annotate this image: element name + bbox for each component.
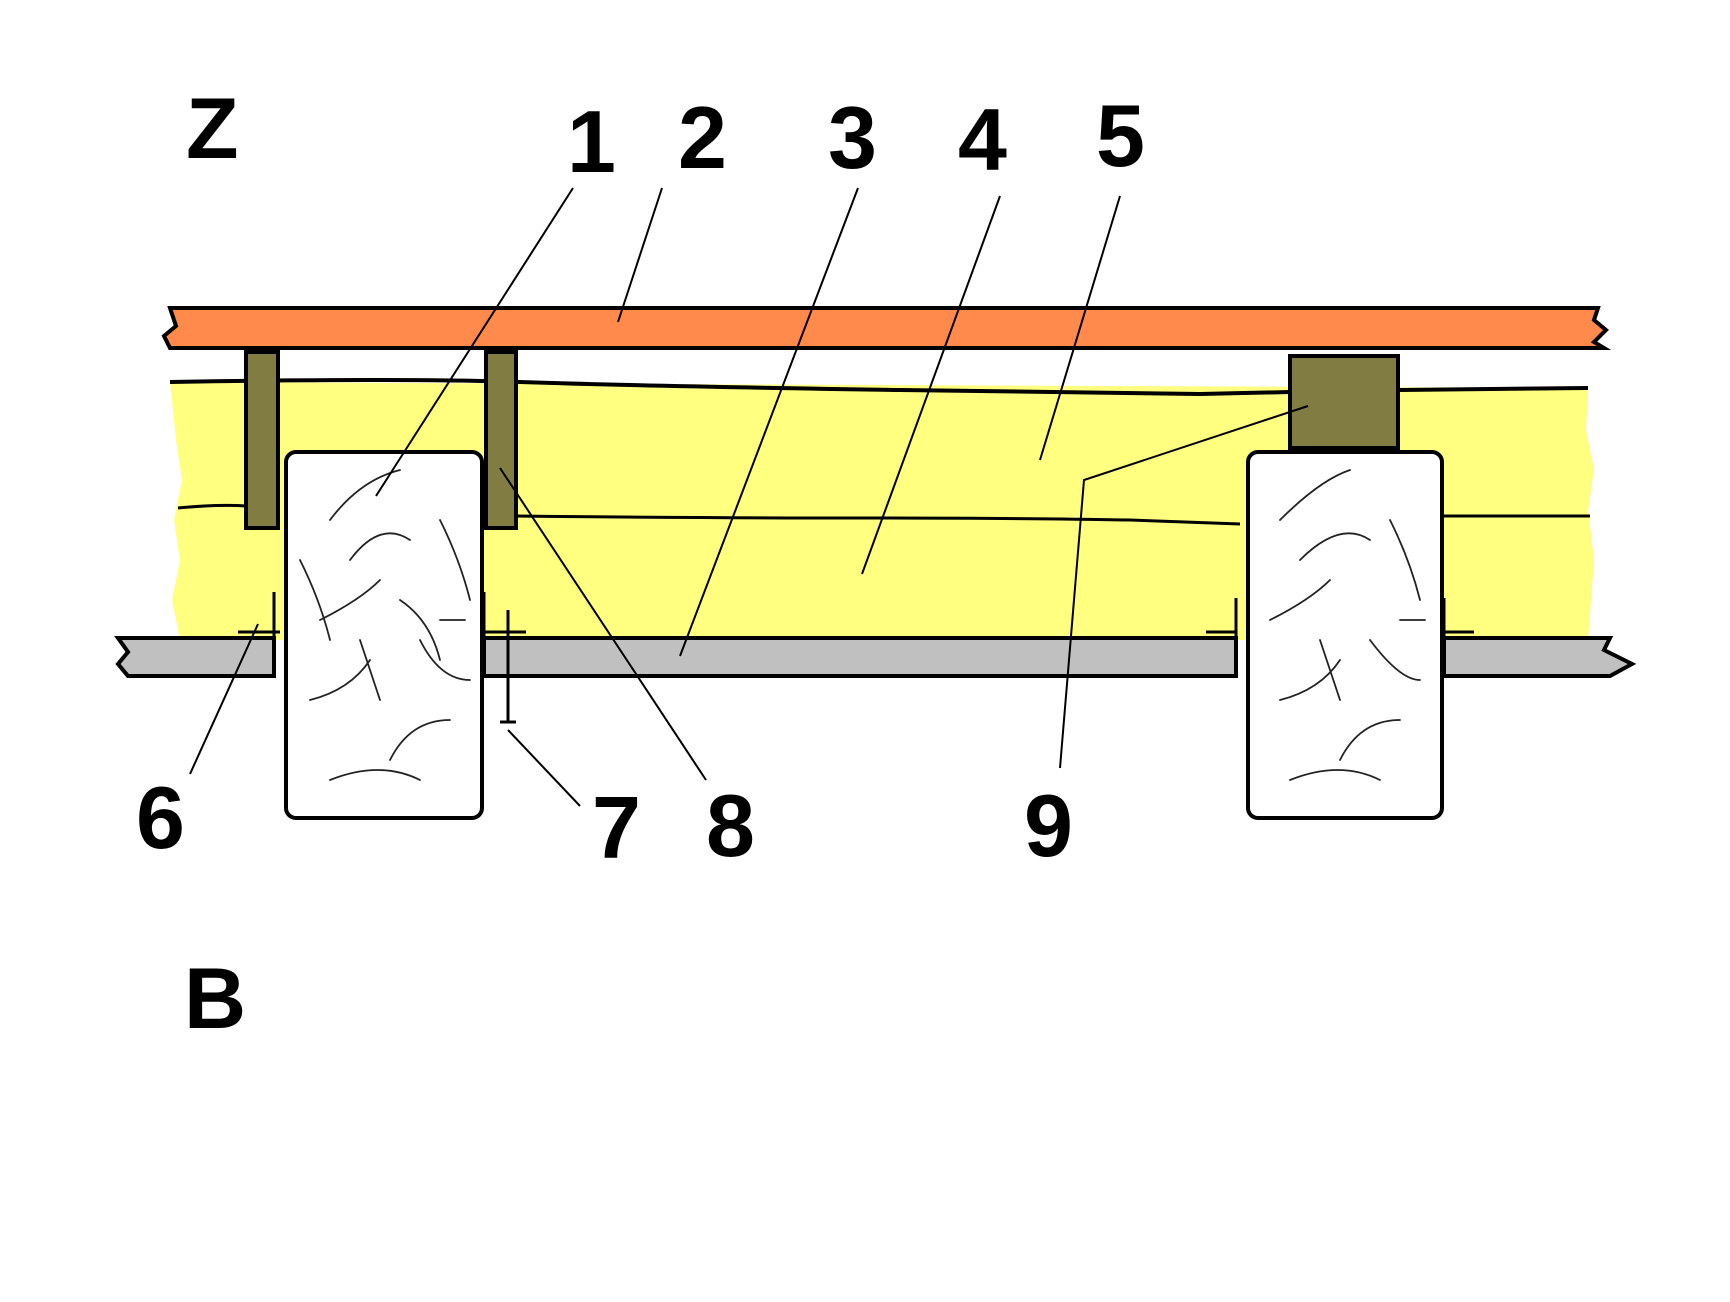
callout-4: 4 xyxy=(958,90,1007,189)
slab xyxy=(114,636,1637,678)
callout-1: 1 xyxy=(567,92,616,191)
brackets xyxy=(244,350,1400,530)
leader-lines xyxy=(189,187,1309,807)
label-bottom-side: B xyxy=(184,951,246,1047)
label-top-side: Z xyxy=(186,81,239,177)
callout-5: 5 xyxy=(1096,86,1145,185)
insulation-layer xyxy=(170,382,1594,640)
callout-8: 8 xyxy=(706,776,755,875)
beam-left xyxy=(284,450,484,820)
board xyxy=(161,306,1612,350)
callout-9: 9 xyxy=(1024,776,1073,875)
callout-6: 6 xyxy=(136,768,185,867)
fasteners xyxy=(238,592,1474,724)
callout-2: 2 xyxy=(678,88,727,187)
insulation-seam-top xyxy=(169,378,1589,397)
callout-7: 7 xyxy=(592,778,641,877)
insulation-seam-middle xyxy=(177,503,1590,526)
callout-3: 3 xyxy=(828,88,877,187)
beam-right xyxy=(1246,450,1444,820)
